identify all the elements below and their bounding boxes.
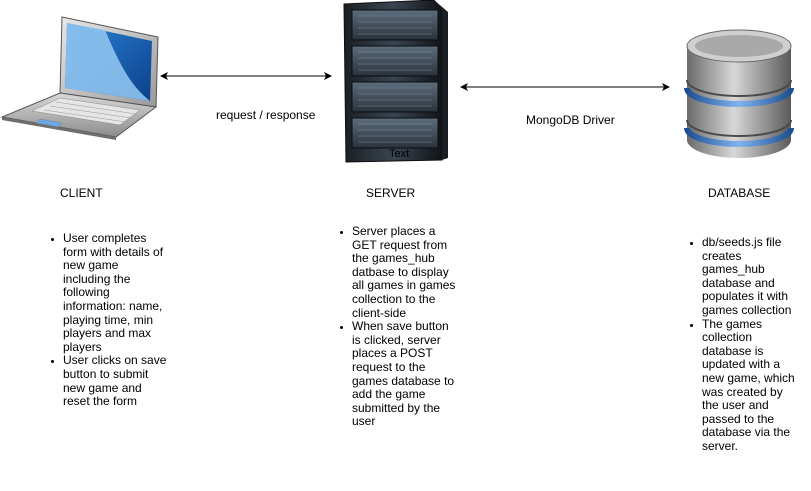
server-heading: SERVER: [366, 186, 416, 200]
list-item: User completes form with details of new …: [63, 231, 169, 354]
list-item: db/seeds.js file creates games_hub datab…: [702, 235, 800, 318]
client-notes: User completes form with details of new …: [49, 231, 169, 409]
database-heading: DATABASE: [708, 186, 771, 200]
database-icon: [684, 29, 794, 158]
list-item: When save button is clicked, server plac…: [352, 319, 456, 429]
request-response-label: request / response: [216, 108, 316, 122]
laptop-icon: [0, 16, 159, 140]
client-server-arrow: [160, 72, 332, 80]
list-item: Server places a GET request from the gam…: [352, 224, 456, 320]
server-database-arrow: [460, 83, 670, 91]
list-item: User clicks on save button to submit new…: [63, 353, 169, 408]
list-item: The games collection database is updated…: [702, 317, 800, 454]
server-notes: Server places a GET request from the gam…: [338, 224, 456, 429]
client-heading: CLIENT: [60, 186, 103, 200]
server-rack-icon: [343, 0, 448, 163]
database-notes: db/seeds.js file creates games_hub datab…: [688, 235, 800, 454]
mongodb-driver-label: MongoDB Driver: [526, 113, 615, 127]
stray-text-label: Text: [389, 148, 410, 160]
